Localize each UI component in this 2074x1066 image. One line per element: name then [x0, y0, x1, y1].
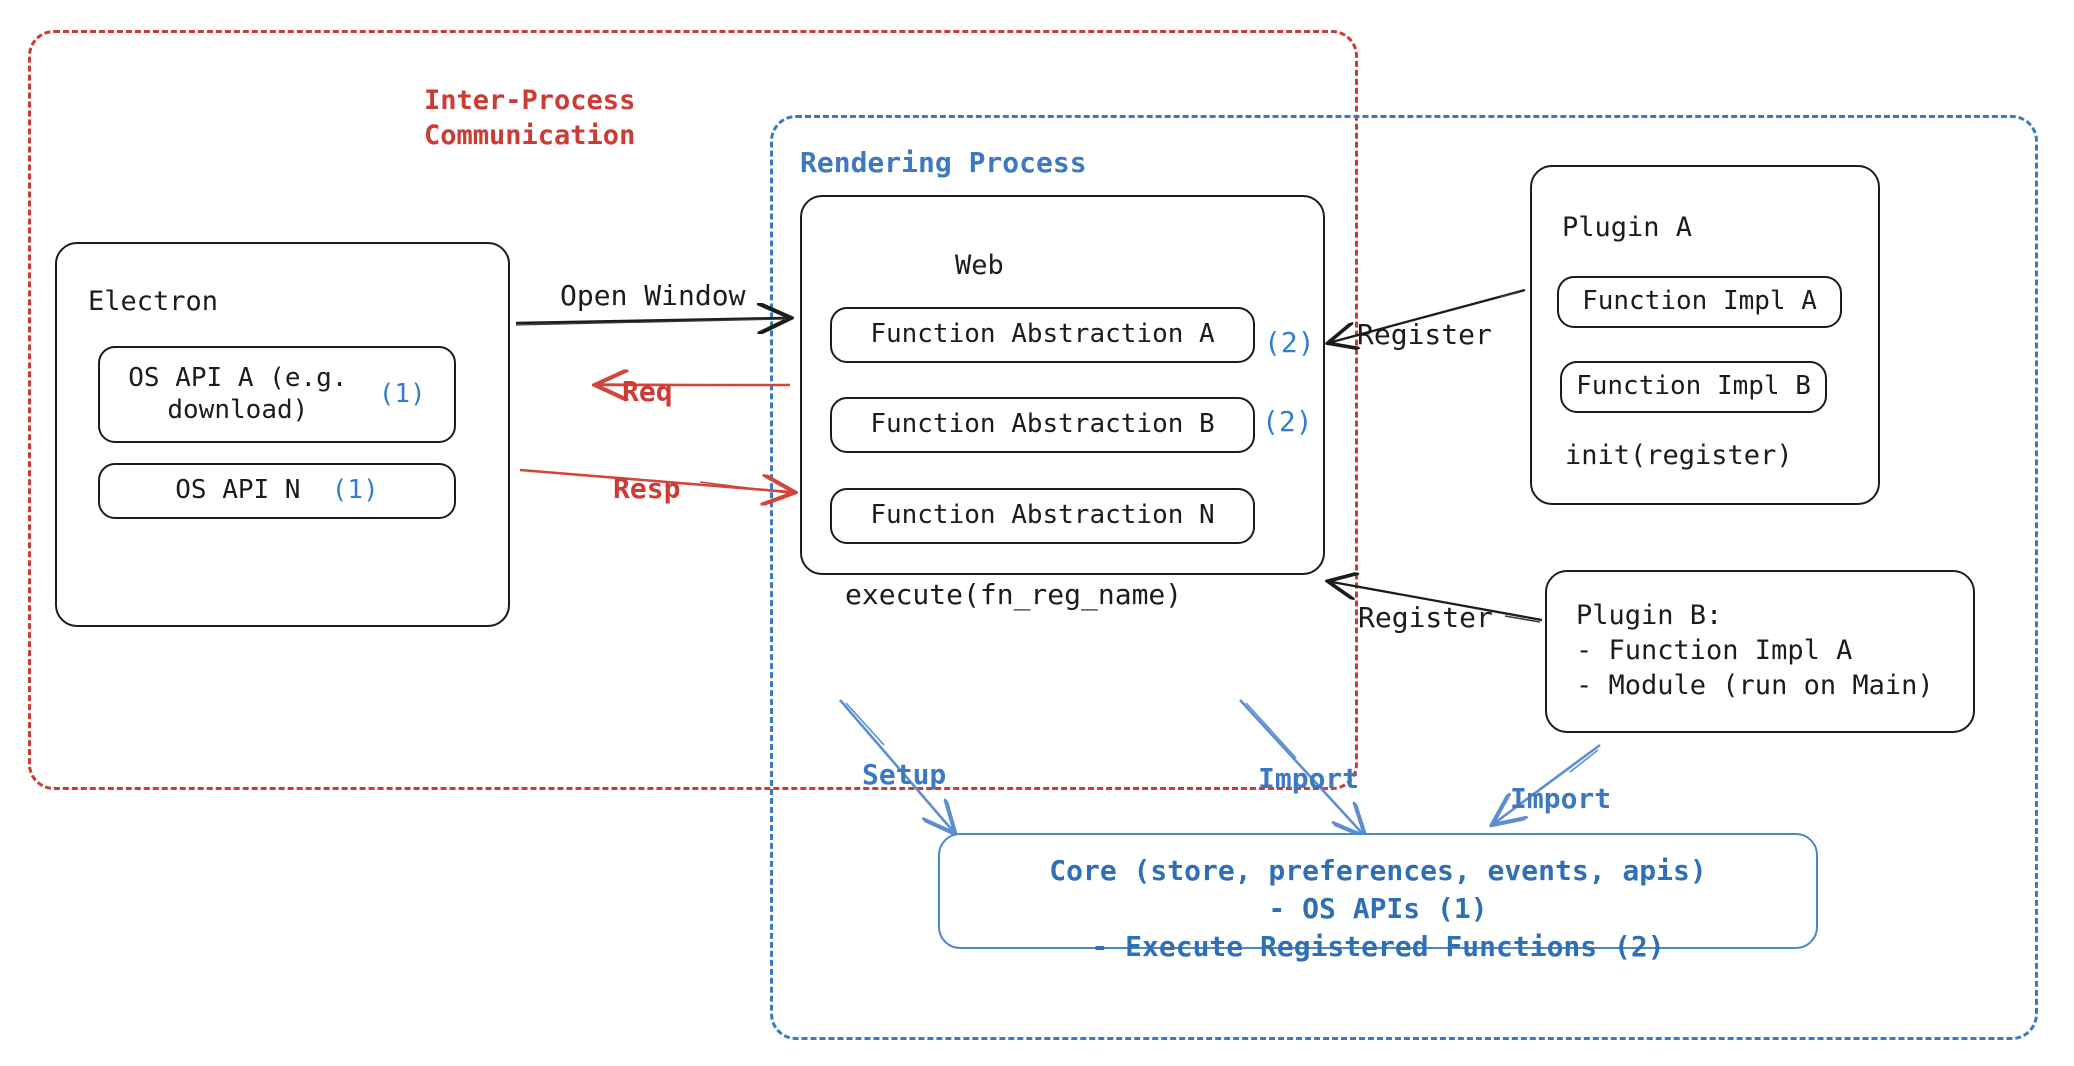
node-function-abstraction-b-label: Function Abstraction B: [870, 409, 1215, 440]
node-function-abstraction-b-ref: (2): [1262, 405, 1313, 438]
node-web-title: Web: [955, 250, 1004, 281]
node-os-api-a[interactable]: OS API A (e.g. download) (1): [98, 346, 456, 443]
node-os-api-a-ref: (1): [378, 378, 426, 409]
node-os-api-a-label: OS API A (e.g. download): [128, 362, 348, 425]
node-plugin-b-text: Plugin B: - Function Impl A - Module (ru…: [1576, 600, 1934, 702]
node-core[interactable]: [938, 833, 1818, 949]
node-plugin-b[interactable]: [1545, 570, 1975, 733]
node-function-impl-b[interactable]: Function Impl B: [1560, 361, 1827, 413]
edge-label-resp: Resp: [613, 472, 681, 505]
node-core-text: Core (store, preferences, events, apis) …: [1049, 854, 1707, 964]
node-function-impl-a[interactable]: Function Impl A: [1557, 276, 1842, 328]
region-label-inter-process-communication: Inter-Process Communication: [424, 85, 636, 151]
node-function-abstraction-b[interactable]: Function Abstraction B: [830, 397, 1255, 453]
node-function-abstraction-n-label: Function Abstraction N: [870, 500, 1215, 531]
node-plugin-a-init-label: init(register): [1565, 440, 1793, 471]
node-function-abstraction-a[interactable]: Function Abstraction A: [830, 307, 1255, 363]
region-inter-process-communication: [28, 30, 1358, 790]
node-os-api-n-label: OS API N: [175, 475, 301, 506]
edge-label-register-plugin-b: Register: [1358, 601, 1493, 634]
edge-label-import-web: Import: [1258, 762, 1360, 795]
node-electron-title: Electron: [88, 286, 219, 317]
node-function-abstraction-n[interactable]: Function Abstraction N: [830, 488, 1255, 544]
edge-label-register-plugin-a: Register: [1357, 318, 1492, 351]
node-os-api-n-ref: (1): [331, 475, 379, 506]
edge-label-setup: Setup: [862, 758, 947, 791]
node-function-impl-b-label: Function Impl B: [1576, 371, 1811, 402]
edge-label-import-plugin-b: Import: [1510, 782, 1612, 815]
region-rendering-process: [770, 115, 2038, 1040]
node-os-api-n[interactable]: OS API N (1): [98, 463, 456, 519]
region-label-rendering-process: Rendering Process: [800, 146, 1087, 179]
node-function-abstraction-a-ref: (2): [1264, 326, 1315, 359]
edge-label-req: Req: [622, 375, 673, 408]
node-function-abstraction-a-label: Function Abstraction A: [870, 319, 1215, 350]
node-plugin-a-title: Plugin A: [1562, 212, 1693, 243]
node-web-execute-label: execute(fn_reg_name): [845, 578, 1183, 611]
edge-label-open-window: Open Window: [560, 279, 746, 312]
node-function-impl-a-label: Function Impl A: [1582, 286, 1817, 317]
node-plugin-a[interactable]: [1530, 165, 1880, 505]
